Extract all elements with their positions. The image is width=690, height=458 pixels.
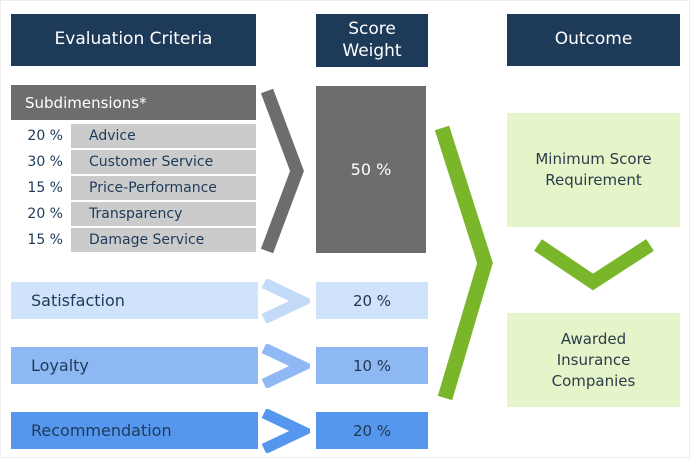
subdimension-percent: 15 % — [27, 180, 63, 196]
header-score-weight: Score Weight — [316, 14, 428, 67]
subdimension-row: 15 % Price-Performance — [11, 176, 256, 200]
header-evaluation-criteria: Evaluation Criteria — [11, 14, 256, 66]
header-outcome: Outcome — [507, 14, 680, 66]
subdimension-percent: 15 % — [27, 232, 63, 248]
green-down-chevron-icon — [534, 239, 654, 291]
subdimension-label: Transparency — [71, 202, 256, 226]
weight-loyalty: 10 % — [316, 347, 428, 384]
outcome-awarded-companies: Awarded Insurance Companies — [507, 313, 680, 407]
green-merge-chevron-icon — [434, 125, 493, 401]
loyalty-right-chevron-icon — [261, 344, 310, 388]
criterion-satisfaction: Satisfaction — [11, 282, 258, 319]
weight-subdimensions: 50 % — [316, 86, 426, 253]
subdimension-row: 20 % Transparency — [11, 202, 256, 226]
gray-right-chevron-icon — [260, 88, 304, 254]
satisfaction-right-chevron-icon — [261, 279, 310, 323]
recommendation-right-chevron-icon — [261, 409, 310, 453]
outcome-awarded-label: Awarded Insurance Companies — [551, 329, 636, 390]
subdimension-label: Advice — [71, 124, 256, 148]
weight-recommendation: 20 % — [316, 412, 428, 449]
subdimension-label: Customer Service — [71, 150, 256, 174]
subdimension-percent: 20 % — [27, 128, 63, 144]
criterion-loyalty: Loyalty — [11, 347, 258, 384]
subdimension-label: Price-Performance — [71, 176, 256, 200]
outcome-minimum-score: Minimum Score Requirement — [507, 113, 680, 227]
weight-satisfaction: 20 % — [316, 282, 428, 319]
subdimensions-title: Subdimensions* — [11, 85, 256, 120]
subdimensions-list: 20 % Advice 30 % Customer Service 15 % P… — [11, 124, 256, 254]
subdimension-row: 20 % Advice — [11, 124, 256, 148]
subdimension-row: 15 % Damage Service — [11, 228, 256, 252]
criterion-recommendation: Recommendation — [11, 412, 258, 449]
subdimension-label: Damage Service — [71, 228, 256, 252]
subdimension-percent: 30 % — [27, 154, 63, 170]
subdimension-row: 30 % Customer Service — [11, 150, 256, 174]
subdimension-percent: 20 % — [27, 206, 63, 222]
outcome-minimum-label: Minimum Score Requirement — [535, 150, 652, 189]
